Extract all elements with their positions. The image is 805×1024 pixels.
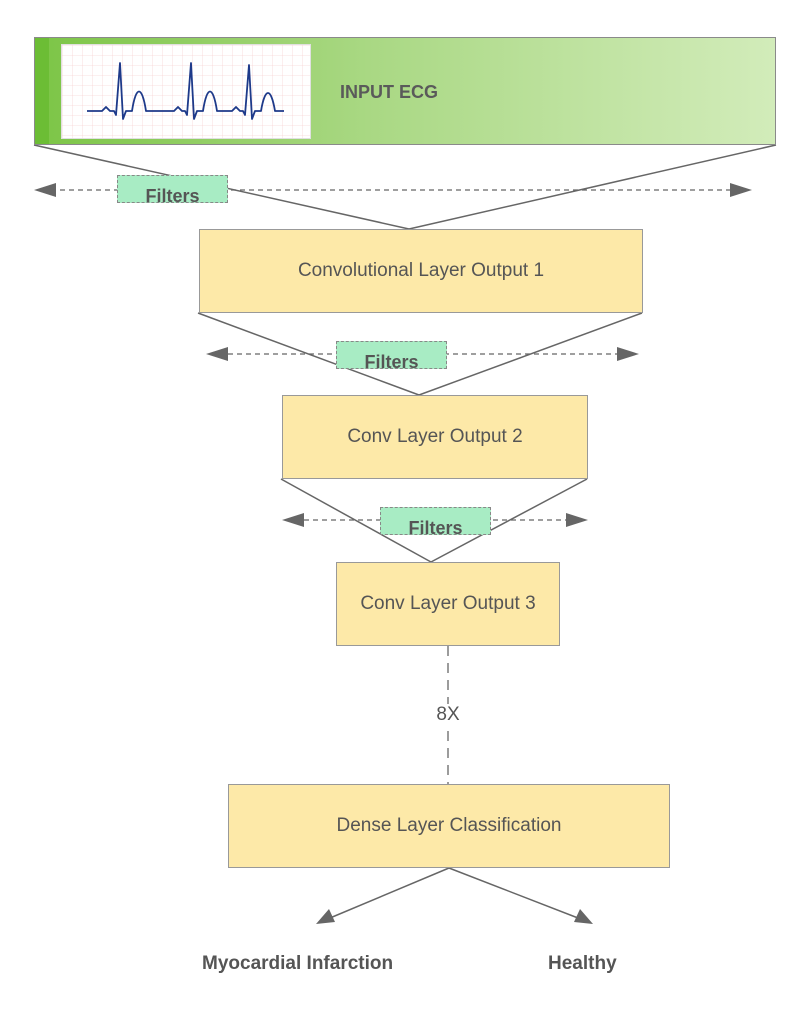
dense-layer: Dense Layer Classification <box>228 784 670 868</box>
filters-text-1: Filters <box>145 186 200 206</box>
output-line-right <box>448 867 579 919</box>
filters-label-3: Filters <box>380 507 491 538</box>
funnel-line-2-right <box>418 312 643 396</box>
funnel-line-3-left <box>280 478 432 563</box>
filters-text-3: Filters <box>408 518 463 538</box>
conv-layer-3-label: Conv Layer Output 3 <box>360 593 536 614</box>
arrow-head-output-left <box>316 909 335 924</box>
arrow-head-left-1 <box>34 183 56 197</box>
conv-layer-1-label: Convolutional Layer Output 1 <box>297 260 545 281</box>
arrow-head-right-1 <box>730 183 752 197</box>
output-line-left <box>329 867 450 919</box>
output-myocardial-infarction: Myocardial Infarction <box>202 953 394 974</box>
repeat-multiplier: 8X <box>420 704 476 726</box>
conv-layer-3: Conv Layer Output 3 <box>336 562 560 646</box>
funnel-line-1-right <box>408 144 777 230</box>
conv-layer-2: Conv Layer Output 2 <box>282 395 588 479</box>
funnel-line-3-right <box>430 478 588 563</box>
arrow-head-right-3 <box>566 513 588 527</box>
filters-label-2: Filters <box>336 341 447 372</box>
conv-layer-1: Convolutional Layer Output 1 <box>199 229 643 313</box>
filters-text-2: Filters <box>364 352 419 372</box>
ecg-waveform-icon <box>61 44 311 139</box>
filters-label-1: Filters <box>117 175 228 206</box>
arrow-head-output-right <box>574 909 593 924</box>
dense-layer-label: Dense Layer Classification <box>336 815 562 836</box>
funnel-line-2-left <box>197 312 420 396</box>
input-ecg-label: INPUT ECG <box>340 82 439 102</box>
conv-layer-2-label: Conv Layer Output 2 <box>347 426 523 447</box>
output-healthy: Healthy <box>548 953 617 974</box>
arrow-head-right-2 <box>617 347 639 361</box>
input-stripe <box>35 38 49 144</box>
arrow-head-left-2 <box>206 347 228 361</box>
arrow-head-left-3 <box>282 513 304 527</box>
